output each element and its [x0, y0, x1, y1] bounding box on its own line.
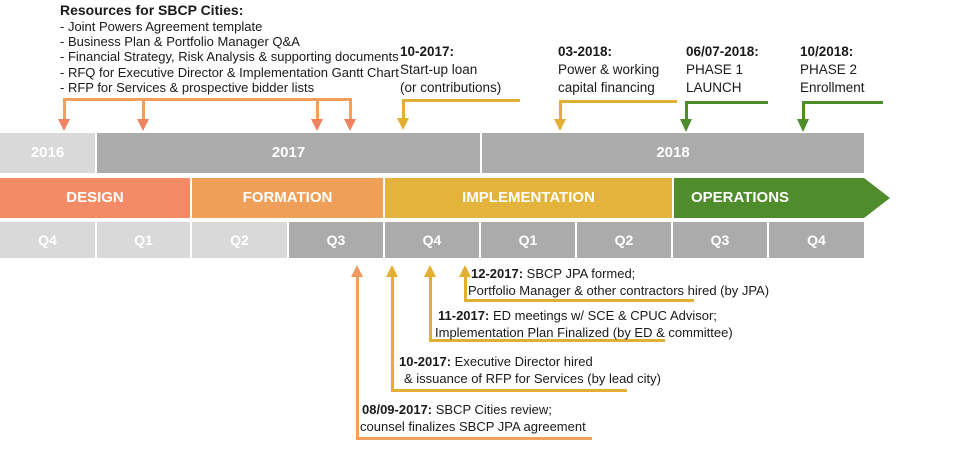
- arrow-down-icon: [58, 119, 70, 131]
- annotation-text: Start-up loan: [400, 62, 478, 77]
- annotation-cities-review: 08/09-2017: SBCP Cities review; counsel …: [360, 401, 586, 435]
- annotation-text: 11-2017: ED meetings w/ SCE & CPUC Advis…: [438, 308, 717, 323]
- annotation-text: (or contributions): [400, 80, 502, 95]
- arrow-up-icon: [459, 265, 471, 277]
- arrow-up-icon: [386, 265, 398, 277]
- quarter-q2-2017: Q2: [192, 222, 287, 258]
- annotation-underline: [429, 339, 665, 342]
- annotation-capital-financing: 03-2018: Power & working capital financi…: [558, 43, 659, 97]
- annotation-underline: [356, 437, 592, 440]
- annotation-date: 10/2018:: [800, 44, 854, 59]
- annotation-underline: [802, 101, 883, 104]
- phase-implementation: IMPLEMENTATION: [385, 178, 672, 218]
- annotation-date: 12-2017:: [471, 266, 524, 281]
- quarter-q4-2018: Q4: [769, 222, 864, 258]
- arrow-down-icon: [797, 119, 809, 132]
- annotation-connector: [802, 101, 805, 120]
- annotation-jpa-formed: 12-2017: SBCP JPA formed; Portfolio Mana…: [468, 265, 770, 299]
- arrow-down-icon: [137, 119, 149, 131]
- arrow-down-icon: [344, 119, 356, 131]
- annotation-connector: [559, 100, 562, 120]
- annotation-text: & issuance of RFP for Services (by lead …: [404, 371, 661, 386]
- annotation-date: 11-2017:: [438, 308, 490, 323]
- annotation-connector: [391, 276, 394, 392]
- year-2018: 2018: [482, 133, 864, 173]
- annotation-underline: [685, 101, 768, 104]
- annotation-text: capital financing: [558, 80, 655, 95]
- annotation-text: Portfolio Manager & other contractors hi…: [468, 283, 770, 298]
- arrow-up-icon: [424, 265, 436, 277]
- annotation-connector: [356, 276, 359, 440]
- phase-design: DESIGN: [0, 178, 190, 218]
- quarter-q3-2018: Q3: [673, 222, 767, 258]
- resource-item: - RFP for Services & prospective bidder …: [60, 79, 315, 95]
- resource-item: - RFQ for Executive Director & Implement…: [60, 64, 399, 80]
- annotation-underline: [391, 389, 627, 392]
- resource-item: - Financial Strategy, Risk Analysis & su…: [60, 49, 399, 65]
- annotation-date: 03-2018:: [558, 44, 613, 59]
- arrow-down-icon: [311, 119, 323, 131]
- annotation-phase2-enrollment: 10/2018: PHASE 2 Enrollment: [800, 43, 865, 97]
- annotation-text: 12-2017: SBCP JPA formed;: [471, 266, 636, 281]
- arrow-down-icon: [554, 119, 566, 131]
- annotation-underline: [559, 100, 677, 103]
- annotation-text: Power & working: [558, 62, 660, 77]
- annotation-text: Enrollment: [800, 80, 865, 95]
- resources-connector-drop: [142, 98, 145, 120]
- annotation-phase1-launch: 06/07-2018: PHASE 1 LAUNCH: [686, 43, 759, 97]
- annotation-date: 10-2017:: [399, 354, 452, 369]
- annotation-underline: [402, 99, 520, 102]
- resources-title: Resources for SBCP Cities:: [60, 2, 244, 18]
- quarter-q1-2017: Q1: [97, 222, 190, 258]
- resources-block: Resources for SBCP Cities: - Joint Power…: [60, 2, 399, 95]
- phase-operations: OPERATIONS: [674, 178, 864, 218]
- resource-item: - Joint Powers Agreement template: [60, 19, 263, 34]
- annotation-date: 06/07-2018:: [686, 44, 759, 59]
- year-2017: 2017: [97, 133, 480, 173]
- annotation-ed-hired: 10-2017: Executive Director hired & issu…: [399, 353, 661, 387]
- arrow-down-icon: [397, 118, 409, 130]
- quarter-q4-2016: Q4: [0, 222, 95, 258]
- annotation-text: PHASE 2: [800, 62, 858, 77]
- year-2016: 2016: [0, 133, 95, 173]
- annotation-connector: [464, 276, 467, 302]
- phase-formation: FORMATION: [192, 178, 383, 218]
- arrow-down-icon: [680, 119, 692, 132]
- quarter-q1-2018: Q1: [481, 222, 575, 258]
- quarter-q3-2017: Q3: [289, 222, 383, 258]
- quarter-q4-2017: Q4: [385, 222, 479, 258]
- annotation-text: PHASE 1: [686, 62, 744, 77]
- annotation-ed-meetings: 11-2017: ED meetings w/ SCE & CPUC Advis…: [435, 307, 733, 341]
- annotation-underline: [464, 299, 694, 302]
- annotation-text: 08/09-2017: SBCP Cities review;: [362, 402, 552, 417]
- resources-connector-drop: [349, 98, 352, 120]
- resource-item: - Business Plan & Portfolio Manager Q&A: [60, 34, 300, 50]
- annotation-text: Implementation Plan Finalized (by ED & c…: [435, 325, 733, 340]
- quarter-q2-2018: Q2: [577, 222, 671, 258]
- resources-connector-drop: [316, 98, 319, 120]
- annotation-date: 08/09-2017:: [362, 402, 433, 417]
- annotation-connector: [429, 276, 432, 342]
- annotation-text: LAUNCH: [686, 80, 742, 95]
- arrow-up-icon: [351, 265, 363, 277]
- resources-connector-line: [63, 98, 352, 101]
- annotation-text: 10-2017: Executive Director hired: [399, 354, 593, 369]
- annotation-date: 10-2017:: [400, 44, 455, 59]
- annotation-connector: [402, 99, 405, 119]
- operations-arrow-tip-icon: [864, 178, 890, 218]
- annotation-startup-loan: 10-2017: Start-up loan (or contributions…: [400, 43, 501, 97]
- annotation-connector: [685, 101, 688, 120]
- annotation-text: counsel finalizes SBCP JPA agreement: [360, 419, 586, 434]
- resources-connector-drop: [63, 98, 66, 120]
